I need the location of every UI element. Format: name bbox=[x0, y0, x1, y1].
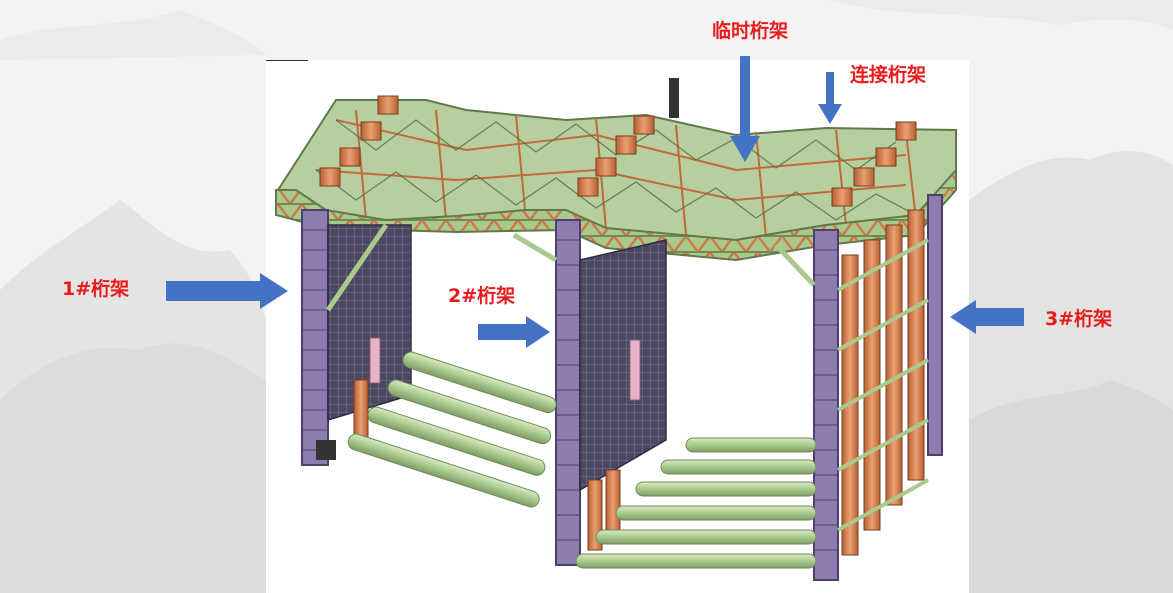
temporary-truss-post bbox=[669, 78, 679, 118]
truss-2-column bbox=[555, 219, 667, 566]
bottom-tubes-left bbox=[347, 351, 557, 508]
arrow-down-icon-temporary-truss bbox=[730, 56, 760, 162]
truss-structure-drawing bbox=[275, 78, 957, 581]
diagonal-braces bbox=[325, 223, 816, 312]
arrow-right-icon-truss-2 bbox=[478, 316, 550, 348]
bottom-tubes-right bbox=[575, 437, 817, 569]
top-cylinders bbox=[319, 95, 917, 207]
front-truss-band bbox=[275, 167, 957, 262]
arrow-left-icon-truss-3 bbox=[950, 300, 1024, 334]
label-connecting-truss: 连接桁架 bbox=[850, 64, 927, 86]
truss-3-column bbox=[813, 194, 943, 581]
truss-1-column bbox=[301, 209, 412, 466]
label-truss-1: 1#桁架 bbox=[62, 278, 130, 300]
top-rule bbox=[266, 60, 308, 61]
label-temporary-truss: 临时桁架 bbox=[712, 20, 789, 42]
arrow-right-icon-truss-1 bbox=[166, 273, 288, 309]
label-truss-2: 2#桁架 bbox=[448, 285, 516, 307]
arrow-down-icon-connecting-truss bbox=[818, 72, 842, 124]
label-truss-3: 3#桁架 bbox=[1045, 308, 1113, 330]
